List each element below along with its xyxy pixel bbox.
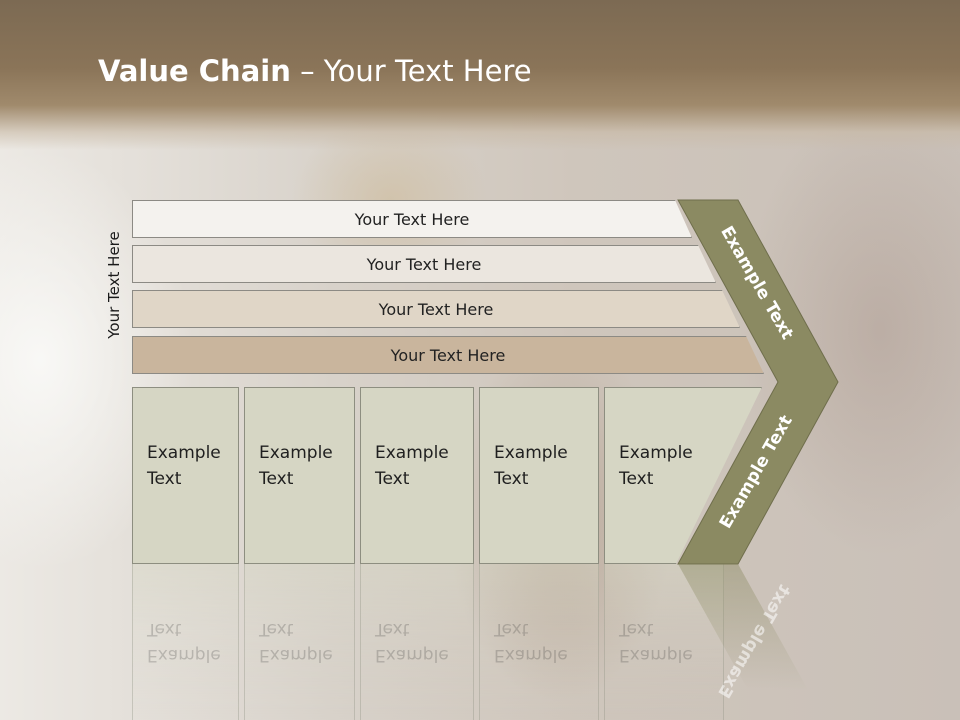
box-line-1: Example (494, 443, 568, 463)
box-line-2: Text (147, 469, 182, 489)
header-band (0, 0, 960, 150)
title-rest: – Your Text Here (290, 54, 532, 88)
box-line-1: Example (619, 443, 693, 463)
box-line-2: Text (619, 469, 654, 489)
title-bold: Value Chain (98, 54, 291, 88)
row-label: Your Text Here (390, 345, 506, 365)
row-label: Your Text Here (366, 254, 482, 274)
primary-activity-row-2: Your Text Here (132, 245, 716, 283)
side-label: Your Text Here (105, 231, 123, 339)
slide-title: Value Chain – Your Text Here (98, 54, 532, 88)
row-label: Your Text Here (354, 209, 470, 229)
box-line-1: Example (147, 443, 221, 463)
box-line-1: Example (259, 443, 333, 463)
box-line-2: Text (375, 469, 410, 489)
row-label: Your Text Here (378, 299, 494, 319)
box-line-2: Text (259, 469, 294, 489)
primary-activity-row-3: Your Text Here (132, 290, 740, 328)
primary-activity-row-1: Your Text Here (132, 200, 692, 238)
box-line-2: Text (494, 469, 529, 489)
primary-activity-row-4: Your Text Here (132, 336, 764, 374)
box-line-1: Example (375, 443, 449, 463)
